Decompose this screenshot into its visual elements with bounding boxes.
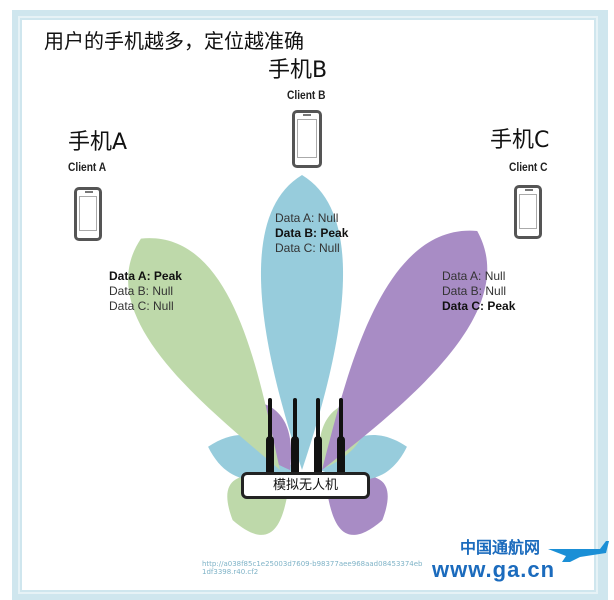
router-box: 模拟无人机: [241, 472, 370, 499]
lobe-c-main: [322, 230, 488, 470]
antennas: [266, 398, 345, 476]
watermark-brand: 中国通航网: [460, 538, 541, 557]
signal-lobes: [128, 175, 488, 535]
client-c-cn: 手机C: [490, 128, 550, 153]
watermark-url: http://a038f85c1e25003d7609-b98377aee968…: [202, 560, 423, 576]
client-b-label: Client B: [287, 88, 326, 102]
phone-a-icon: [74, 187, 102, 241]
lobe-b-main: [260, 175, 344, 470]
diagram-title: 用户的手机越多，定位越准确: [44, 29, 304, 53]
lobe-a-main: [128, 238, 280, 470]
client-a-cn: 手机A: [68, 130, 128, 155]
phone-b-icon: [292, 110, 322, 168]
client-b-cn: 手机B: [268, 58, 328, 83]
phone-c-icon: [514, 185, 542, 239]
client-a-label: Client A: [68, 160, 107, 174]
client-c-label: Client C: [509, 160, 548, 174]
watermark-site: www.ga.cn: [432, 557, 556, 582]
